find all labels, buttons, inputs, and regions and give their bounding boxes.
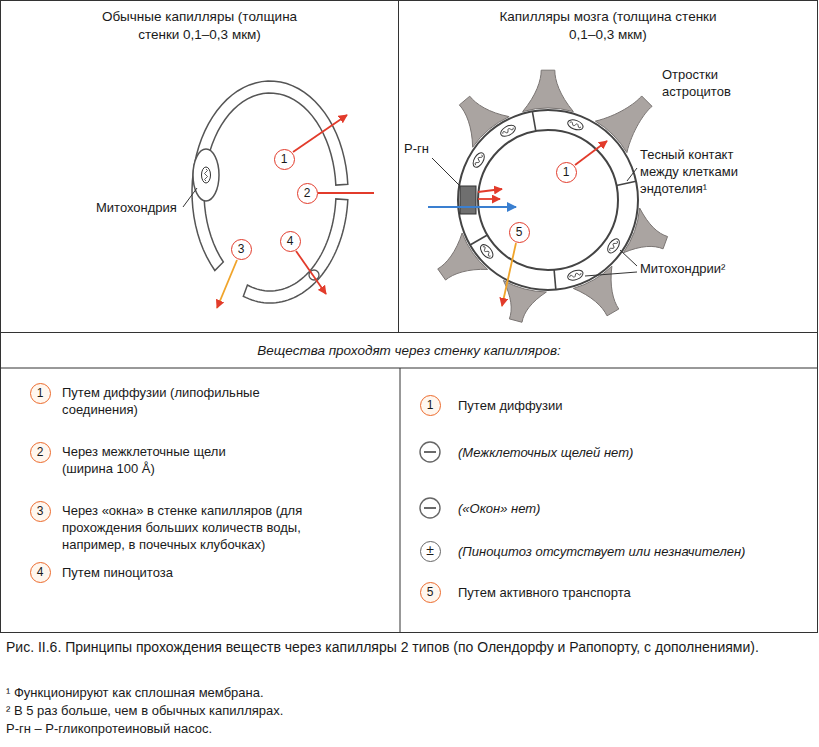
mitochondrion-cristae bbox=[474, 154, 483, 166]
part-label: Тесный контакт между клетками эндотелия¹ bbox=[640, 146, 762, 197]
footnote: ² В 5 раз больше, чем в обычных капилляр… bbox=[6, 702, 806, 719]
tight-junction bbox=[532, 111, 535, 131]
footnote: ¹ Функционируют как сплошная мембрана. bbox=[6, 684, 806, 701]
leader-line bbox=[620, 250, 637, 266]
tight-junction bbox=[554, 270, 556, 290]
table-cell: (Межклеточных щелей нет) bbox=[458, 444, 633, 461]
active-transport-arrow bbox=[502, 243, 516, 306]
table-cell: Путем пиноцитоза bbox=[62, 564, 173, 581]
mitochondrion-body bbox=[471, 151, 487, 169]
mitochondrion-body bbox=[566, 268, 584, 282]
callout-number: 3 bbox=[30, 501, 51, 522]
minus-sign bbox=[424, 507, 436, 509]
table-rule bbox=[0, 368, 818, 369]
mitochondrion-body bbox=[499, 123, 517, 139]
endothelial-nucleus-bulge bbox=[193, 149, 219, 201]
leader-line bbox=[585, 272, 637, 276]
panel-heading: Вещества проходят через стенку капилляро… bbox=[109, 342, 709, 360]
mitochondrion bbox=[566, 268, 584, 282]
leader-line bbox=[183, 188, 197, 207]
callout-number: 4 bbox=[30, 562, 51, 583]
minus-symbol bbox=[420, 498, 440, 518]
mitochondrion-cristae bbox=[569, 272, 581, 279]
mitochondrion bbox=[478, 242, 495, 260]
callout-number: 5 bbox=[420, 582, 441, 603]
minus-symbol bbox=[420, 442, 440, 462]
mitochondrion-cristae bbox=[205, 169, 208, 181]
part-label: Митохондрия bbox=[96, 199, 177, 216]
callout-number: 2 bbox=[30, 442, 51, 463]
symbol-label: ± bbox=[420, 541, 441, 562]
panel-heading: Обычные капилляры (толщина стенки 0,1–0,… bbox=[90, 8, 310, 44]
pump-arrow bbox=[478, 189, 502, 192]
brain-capillary bbox=[428, 70, 668, 322]
table-cell: («Окон» нет) bbox=[458, 500, 540, 517]
capillary-outer-wall bbox=[458, 110, 638, 290]
pump-efflux-arrow bbox=[428, 206, 516, 208]
mitochondrion-body bbox=[202, 167, 211, 183]
callout-number: 4 bbox=[280, 231, 301, 252]
astrocyte-process bbox=[523, 70, 574, 111]
diffusion-arrow bbox=[575, 141, 607, 165]
tight-junction bbox=[616, 181, 636, 185]
mitochondrion bbox=[471, 151, 487, 169]
footnote: Р-гн – Р-гликопротеиновый насос. bbox=[6, 720, 806, 737]
table-cell: Путем диффузии (липофильные соединения) bbox=[62, 384, 262, 418]
callout-number: 1 bbox=[420, 395, 441, 416]
table-symbols bbox=[420, 442, 440, 518]
mitochondrion bbox=[202, 167, 211, 183]
p-glycoprotein-pump bbox=[460, 186, 476, 214]
callout-number: 1 bbox=[274, 149, 295, 170]
pump-arrow bbox=[478, 198, 500, 200]
table-box: Вещества проходят через стенку капилляро… bbox=[0, 332, 818, 633]
mitochondrion-body bbox=[478, 242, 495, 260]
diffusion-arrow bbox=[293, 115, 347, 152]
pinocytosis-arrow bbox=[296, 251, 326, 294]
ordinary-capillary bbox=[183, 81, 374, 308]
part-label: Митохондрии² bbox=[640, 260, 725, 277]
panel: Капилляры мозга (толщина стенки 0,1–0,3 … bbox=[398, 0, 818, 333]
table-cell: (Пиноцитоз отсутствует или незначителен) bbox=[458, 543, 798, 560]
callout-number: 5 bbox=[509, 222, 530, 243]
callout-number: 1 bbox=[30, 383, 51, 404]
panel: Обычные капилляры (толщина стенки 0,1–0,… bbox=[0, 0, 399, 333]
mitochondrion bbox=[566, 118, 584, 132]
panel-heading: Капилляры мозга (толщина стенки 0,1–0,3 … bbox=[498, 8, 718, 44]
mitochondrion-body bbox=[566, 118, 584, 132]
table-cell: Через межклеточные щели (ширина 100 Å) bbox=[62, 443, 252, 477]
leader-line bbox=[627, 168, 637, 181]
capillary-lumen bbox=[478, 130, 618, 270]
callout-number: 2 bbox=[297, 183, 318, 204]
table-cell: Путем диффузии bbox=[458, 397, 563, 414]
mitochondrion-cristae bbox=[502, 126, 514, 135]
fenestra-arrow bbox=[217, 260, 237, 308]
figure-caption: Рис. II.6. Принципы прохождения веществ … bbox=[6, 638, 812, 656]
mitochondrion bbox=[499, 123, 517, 139]
mitochondrion-cristae bbox=[609, 240, 618, 252]
callout-number: 1 bbox=[556, 162, 577, 183]
mitochondrion bbox=[605, 237, 622, 255]
mitochondrion-cristae bbox=[569, 121, 581, 128]
leader-line bbox=[432, 158, 460, 186]
tight-junction bbox=[470, 235, 487, 245]
minus-sign bbox=[424, 451, 436, 453]
table-cell: Путем активного транспорта bbox=[458, 584, 631, 601]
table-cell: Через «окна» в стенке капилляров (для пр… bbox=[62, 502, 337, 553]
capillary-wall bbox=[243, 199, 347, 303]
part-label: Р-гн bbox=[404, 140, 429, 157]
mitochondrion-body bbox=[605, 237, 622, 255]
part-label: Отростки астроцитов bbox=[662, 66, 762, 100]
mitochondrion-cristae bbox=[482, 246, 492, 257]
callout-number: 3 bbox=[231, 239, 252, 260]
capillary-wall bbox=[192, 81, 348, 270]
table-divider bbox=[400, 368, 401, 632]
